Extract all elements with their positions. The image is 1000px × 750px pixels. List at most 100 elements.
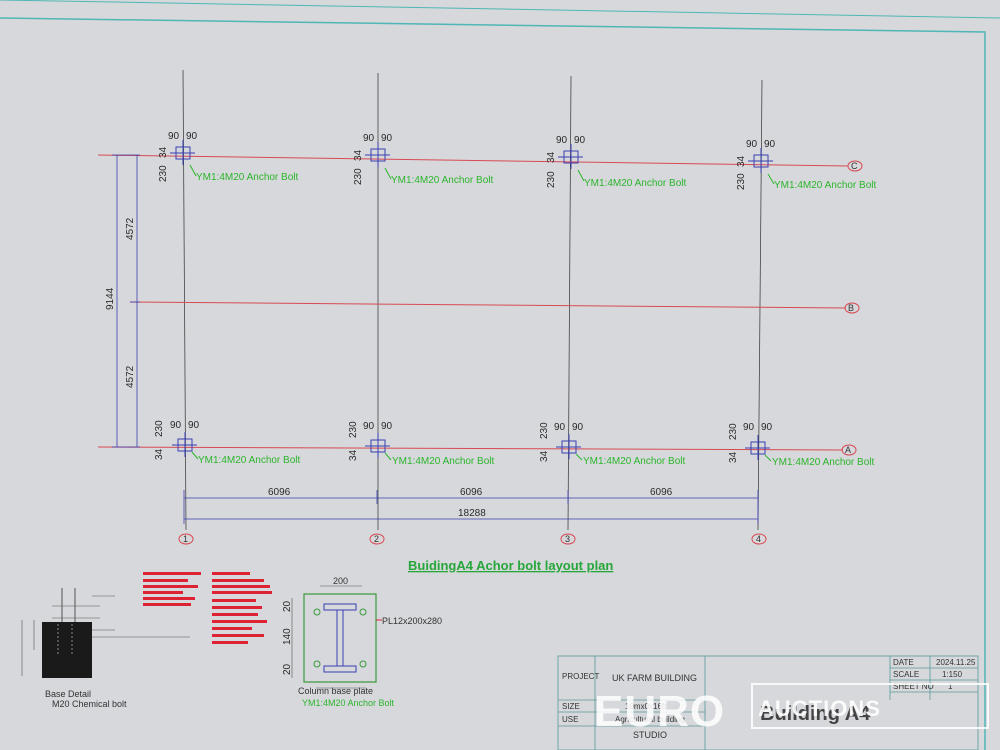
dim-vertical-lower: 4572 <box>125 365 136 388</box>
bolt-a4: 90 90 230 34 YM1:4M20 Anchor Bolt <box>728 422 874 468</box>
watermark-euro: EURO <box>594 687 725 736</box>
bolt-label: YM1:4M20 Anchor Bolt <box>392 456 494 467</box>
row-bubble-a: A <box>841 444 857 456</box>
plate-dim-bottom: 20 <box>282 663 293 675</box>
col-label-4: 4 <box>756 534 761 544</box>
plate-dim-width: 200 <box>333 576 348 586</box>
horizontal-dimensions <box>183 490 759 524</box>
row-label-c: C <box>851 161 858 171</box>
column-plate-title: Column base plate <box>298 686 373 696</box>
col-bubble-4: 4 <box>751 533 767 545</box>
plate-dim-mid: 140 <box>282 628 293 645</box>
bolt-dim-b: 90 <box>186 131 198 142</box>
row-label-a: A <box>845 445 851 455</box>
plate-label: PL12x200x280 <box>382 616 442 626</box>
sheet-label: SHEET NO <box>893 682 934 691</box>
row-label-b: B <box>848 303 854 313</box>
plan-title: BuidingA4 Achor bolt layout plan <box>408 558 613 573</box>
bolt-dim-a: 90 <box>746 139 758 150</box>
spec-notes <box>143 572 272 644</box>
bolt-dim-a: 90 <box>554 422 566 433</box>
bolt-dim-c: 34 <box>546 151 557 163</box>
watermark-auctions: AUCTIONS <box>758 696 881 721</box>
row-bubble-b: B <box>844 302 860 314</box>
scale-value: 1:150 <box>942 670 963 679</box>
bolt-dim-b: 90 <box>381 421 393 432</box>
bolt-dim-d: 230 <box>546 171 557 188</box>
bolt-dim-a: 90 <box>168 131 180 142</box>
bolt-dim-c: 34 <box>539 450 550 462</box>
bolt-dim-d: 230 <box>728 423 739 440</box>
bolt-dim-c: 34 <box>158 146 169 158</box>
bolt-dim-b: 90 <box>761 422 773 433</box>
sheet-frame-outer <box>0 0 1000 19</box>
sheet-frame <box>0 17 986 750</box>
dim-span-2: 6096 <box>460 487 483 498</box>
bolt-dim-a: 90 <box>170 420 182 431</box>
bolt-label: YM1:4M20 Anchor Bolt <box>772 457 874 468</box>
bolt-a1: 90 90 230 34 YM1:4M20 Anchor Bolt <box>154 420 300 466</box>
column-base-plate: 20 140 20 200 PL12x200x280 Column base p… <box>282 576 442 708</box>
bolt-dim-a: 90 <box>363 421 375 432</box>
bolt-dim-b: 90 <box>188 420 200 431</box>
title-block <box>557 655 979 750</box>
col-bubble-3: 3 <box>560 533 576 545</box>
bolt-c4: 90 90 34 230 YM1:4M20 Anchor Bolt <box>736 139 876 191</box>
company-name: STUDIO <box>633 730 667 740</box>
bolt-dim-d: 230 <box>158 165 169 182</box>
row-grid-lines <box>97 154 849 451</box>
bolt-label: YM1:4M20 Anchor Bolt <box>584 178 686 189</box>
bolt-dim-c: 34 <box>154 448 165 460</box>
col-bubble-1: 1 <box>178 533 194 545</box>
size-value: 10mx0x16ft <box>625 702 667 711</box>
bolt-dim-a: 90 <box>363 133 375 144</box>
bolt-label: YM1:4M20 Anchor Bolt <box>774 180 876 191</box>
size-label: SIZE <box>562 702 580 711</box>
base-detail: Base Detail M20 Chemical bolt <box>21 588 190 709</box>
col-label-3: 3 <box>565 534 570 544</box>
date-label: DATE <box>893 658 914 667</box>
bolt-dim-a: 90 <box>743 422 755 433</box>
bolt-a3: 90 90 230 34 YM1:4M20 Anchor Bolt <box>539 422 685 467</box>
bolt-label: YM1:4M20 Anchor Bolt <box>391 175 493 186</box>
bolt-dim-d: 230 <box>353 168 364 185</box>
base-detail-subtitle: M20 Chemical bolt <box>52 699 127 709</box>
drawing-name: Building A4 <box>760 703 871 725</box>
bolt-dim-a: 90 <box>556 135 568 146</box>
bolt-dim-c: 34 <box>348 449 359 461</box>
bolt-dim-b: 90 <box>764 139 776 150</box>
sheet-value: 1 <box>948 682 953 691</box>
use-value: Agricultural building <box>615 715 685 724</box>
col-label-2: 2 <box>374 534 379 544</box>
bolt-dim-d: 230 <box>154 420 165 437</box>
project-name: UK FARM BUILDING <box>612 673 697 683</box>
plate-dim-top: 20 <box>282 600 293 612</box>
bolt-dim-b: 90 <box>574 135 586 146</box>
euro-auctions-watermark: EURO AUCTIONS <box>594 683 989 736</box>
bolt-label: YM1:4M20 Anchor Bolt <box>583 456 685 467</box>
dim-total-width: 18288 <box>458 508 486 519</box>
project-label: PROJECT <box>562 672 599 681</box>
bolt-dim-b: 90 <box>572 422 584 433</box>
col-bubble-2: 2 <box>369 533 385 545</box>
bolt-dim-c: 34 <box>728 451 739 463</box>
column-plate-subtitle: YM1:4M20 Anchor Bolt <box>302 698 395 708</box>
col-label-1: 1 <box>183 534 188 544</box>
bolt-dim-d: 230 <box>539 422 550 439</box>
bolt-c1: 90 90 34 230 YM1:4M20 Anchor Bolt <box>158 131 298 183</box>
bolt-dim-b: 90 <box>381 133 393 144</box>
bolt-label: YM1:4M20 Anchor Bolt <box>196 172 298 183</box>
bolt-dim-d: 230 <box>348 421 359 438</box>
dim-vertical-total: 9144 <box>105 287 116 310</box>
bolt-label: YM1:4M20 Anchor Bolt <box>198 455 300 466</box>
vertical-dimensions <box>112 154 140 448</box>
bolt-dim-c: 34 <box>736 155 747 167</box>
bolt-a2: 90 90 230 34 YM1:4M20 Anchor Bolt <box>348 421 494 467</box>
base-detail-title: Base Detail <box>45 689 91 699</box>
bolt-dim-d: 230 <box>736 173 747 190</box>
bolt-c2: 90 90 34 230 YM1:4M20 Anchor Bolt <box>353 133 493 186</box>
row-bubble-c: C <box>847 160 863 172</box>
